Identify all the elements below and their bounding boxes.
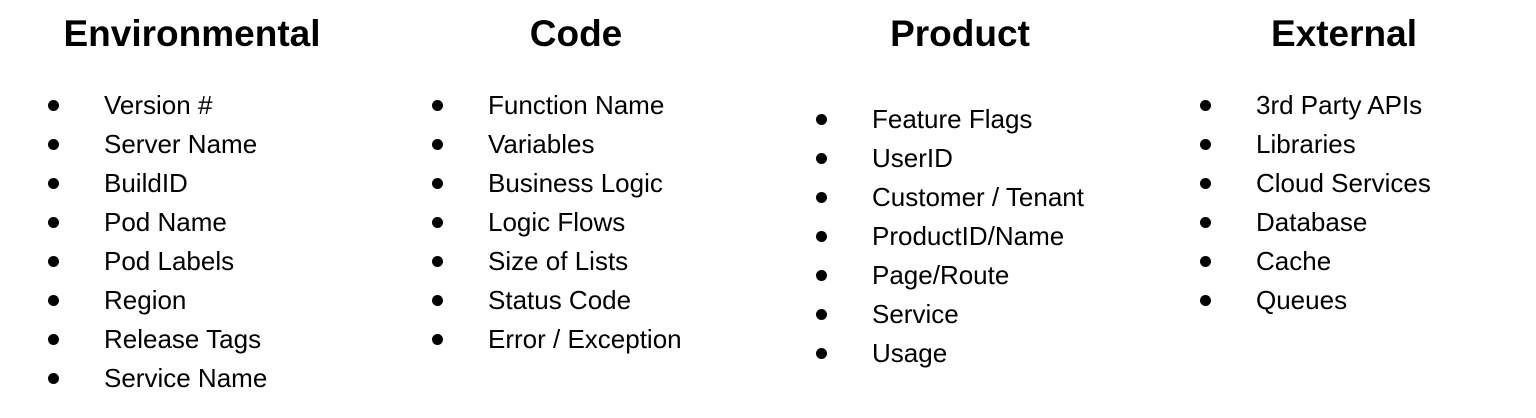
list-item: Service Name (0, 359, 384, 398)
list-item: Variables (384, 125, 768, 164)
list-item: 3rd Party APIs (1152, 86, 1536, 125)
list-item: Service (768, 295, 1152, 334)
list-item: Page/Route (768, 256, 1152, 295)
column-title-environmental: Environmental (63, 13, 321, 54)
list-item: Logic Flows (384, 203, 768, 242)
list-item: Database (1152, 203, 1536, 242)
list-item: Pod Name (0, 203, 384, 242)
list-item: Server Name (0, 125, 384, 164)
list-item: Cloud Services (1152, 164, 1536, 203)
list-item: Customer / Tenant (768, 178, 1152, 217)
list-item: Queues (1152, 281, 1536, 320)
list-item: Function Name (384, 86, 768, 125)
list-item: Release Tags (0, 320, 384, 359)
column-title-product: Product (890, 13, 1030, 54)
list-item: Pod Labels (0, 242, 384, 281)
list-item: Libraries (1152, 125, 1536, 164)
list-item: Version # (0, 86, 384, 125)
list-item: UserID (768, 139, 1152, 178)
list-item: Cache (1152, 242, 1536, 281)
list-item: Size of Lists (384, 242, 768, 281)
list-item: BuildID (0, 164, 384, 203)
list-item: Region (0, 281, 384, 320)
column-title-external: External (1270, 13, 1417, 54)
column-title-code: Code (529, 13, 623, 54)
list-item: Status Code (384, 281, 768, 320)
list-item: Feature Flags (768, 100, 1152, 139)
list-item: Error / Exception (384, 320, 768, 359)
list-item: Usage (768, 334, 1152, 373)
list-item: ProductID/Name (768, 217, 1152, 256)
list-item: Business Logic (384, 164, 768, 203)
